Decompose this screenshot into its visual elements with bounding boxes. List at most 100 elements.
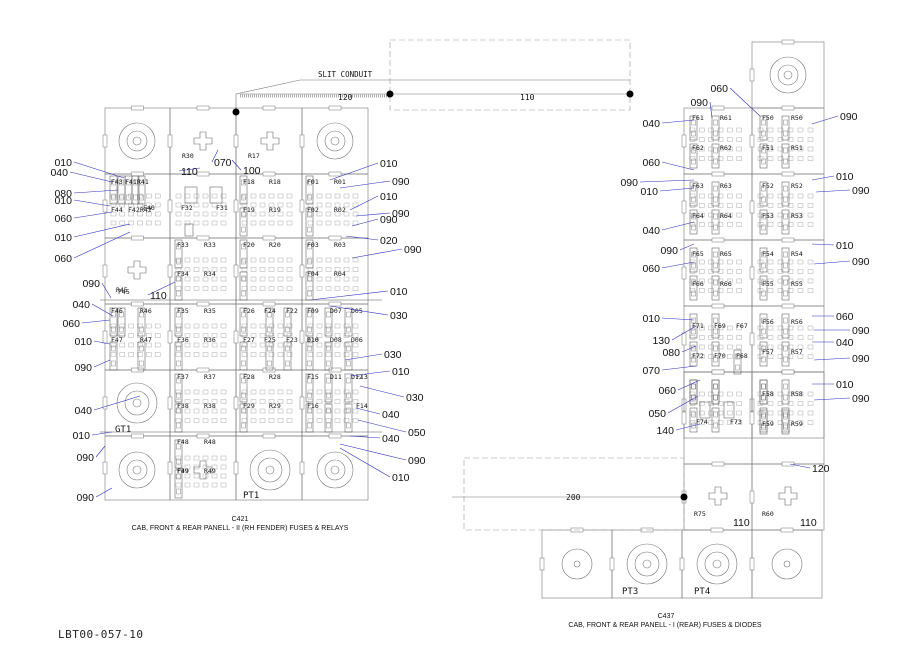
fuse-contact xyxy=(241,422,246,429)
item-label-f49: F49 xyxy=(177,467,189,475)
leader-line xyxy=(813,260,851,265)
callout-label: 040 xyxy=(72,299,90,311)
item-label-r50: R50 xyxy=(791,114,803,122)
socket-pad xyxy=(777,420,784,425)
fuse-slot xyxy=(711,115,720,141)
fuse-contact xyxy=(119,179,124,186)
fuse-contact xyxy=(139,360,144,367)
socket-pad xyxy=(699,410,705,416)
socket-pad xyxy=(146,333,152,338)
socket-pad xyxy=(193,342,200,348)
item-label-f33: F33 xyxy=(177,241,189,249)
socket-pad xyxy=(757,137,764,142)
fuse-contact xyxy=(691,383,696,390)
fuse-contact xyxy=(176,275,181,282)
callout-label: 090 xyxy=(620,177,638,189)
socket-pad xyxy=(175,267,182,272)
socket-pad xyxy=(334,408,341,414)
socket-pad xyxy=(767,259,774,265)
stud-outer xyxy=(561,548,593,580)
stud-outer xyxy=(118,451,156,489)
socket-pad xyxy=(211,323,218,329)
cell-latch xyxy=(167,330,173,344)
cell-latch xyxy=(711,105,725,111)
socket-pad xyxy=(110,323,117,329)
drawing-code: LBT00-057-10 xyxy=(58,628,144,641)
fuse-contact xyxy=(713,185,718,192)
stud-outer xyxy=(771,548,803,580)
socket-pad xyxy=(241,220,248,226)
fuse-contact xyxy=(326,422,331,429)
fuse-slot xyxy=(781,209,790,235)
socket-pad xyxy=(767,212,774,218)
fuse-contact xyxy=(346,360,351,367)
item-label-r17: R17 xyxy=(248,152,260,160)
socket-pad xyxy=(343,333,350,338)
socket-pad xyxy=(316,276,323,282)
callout-label: 010 xyxy=(836,379,854,391)
item-label-r38: R38 xyxy=(204,402,216,410)
fuse-contact xyxy=(307,326,312,333)
leader-line xyxy=(81,319,111,324)
callout-label: 060 xyxy=(62,318,80,330)
fuse-contact xyxy=(307,360,312,367)
item-label-pt4: PT4 xyxy=(694,587,710,597)
fuse-contact xyxy=(713,279,718,286)
fuse-contact xyxy=(241,392,246,399)
item-label-f58: F58 xyxy=(762,390,774,398)
socket-pad xyxy=(787,335,794,340)
leader-line xyxy=(671,325,697,341)
socket-pad xyxy=(727,410,733,416)
fuse-contact xyxy=(176,326,181,333)
callout-label: 090 xyxy=(76,452,94,464)
socket-pad xyxy=(736,203,742,208)
socket-pad xyxy=(259,342,266,348)
socket-pad xyxy=(220,193,227,199)
cell-latch xyxy=(262,235,276,241)
leader-line xyxy=(813,397,851,401)
socket-pad xyxy=(316,342,323,348)
item-label-f18: F18 xyxy=(243,178,255,186)
socket-pad xyxy=(797,222,804,227)
socket-pad xyxy=(250,257,257,263)
item-label-f25: F25 xyxy=(264,336,276,344)
fuse-contact xyxy=(111,311,116,318)
socket-pad xyxy=(708,344,714,350)
socket-pad xyxy=(757,127,764,133)
fuse-contact xyxy=(346,311,351,318)
socket-pad xyxy=(334,342,341,348)
socket-pad xyxy=(343,399,350,404)
item-label-d12: D12 xyxy=(351,373,363,381)
fuse-slot xyxy=(689,313,698,339)
socket-pad xyxy=(708,269,714,274)
fuse-contact xyxy=(176,488,181,495)
panel-structure xyxy=(102,39,825,599)
socket-pad xyxy=(193,473,200,479)
socket-pad xyxy=(699,137,705,142)
socket-pad xyxy=(807,127,814,133)
socket-pad xyxy=(325,408,332,414)
cell-latch xyxy=(681,332,687,346)
item-label-d07: D07 xyxy=(330,307,342,315)
stud-mid xyxy=(126,130,148,152)
socket-pad xyxy=(268,211,275,217)
fuse-contact xyxy=(761,345,766,352)
socket-pad xyxy=(343,211,350,217)
fuse-contact xyxy=(119,326,124,333)
callout-label: 090 xyxy=(404,244,422,256)
item-label-r65: R65 xyxy=(720,250,732,258)
leader-line xyxy=(639,179,695,183)
socket-pad xyxy=(119,211,126,217)
socket-pad xyxy=(797,203,804,208)
socket-pad xyxy=(110,211,117,217)
socket-pad xyxy=(193,323,200,329)
socket-pad xyxy=(184,276,191,282)
socket-pad xyxy=(717,269,724,274)
stud-inner xyxy=(132,465,142,475)
leader-line xyxy=(344,353,383,361)
callout-label: 090 xyxy=(852,393,870,405)
fuse-contact xyxy=(307,392,312,399)
fuse-contact xyxy=(346,392,351,399)
socket-pad xyxy=(325,211,332,217)
socket-pad xyxy=(307,220,314,226)
